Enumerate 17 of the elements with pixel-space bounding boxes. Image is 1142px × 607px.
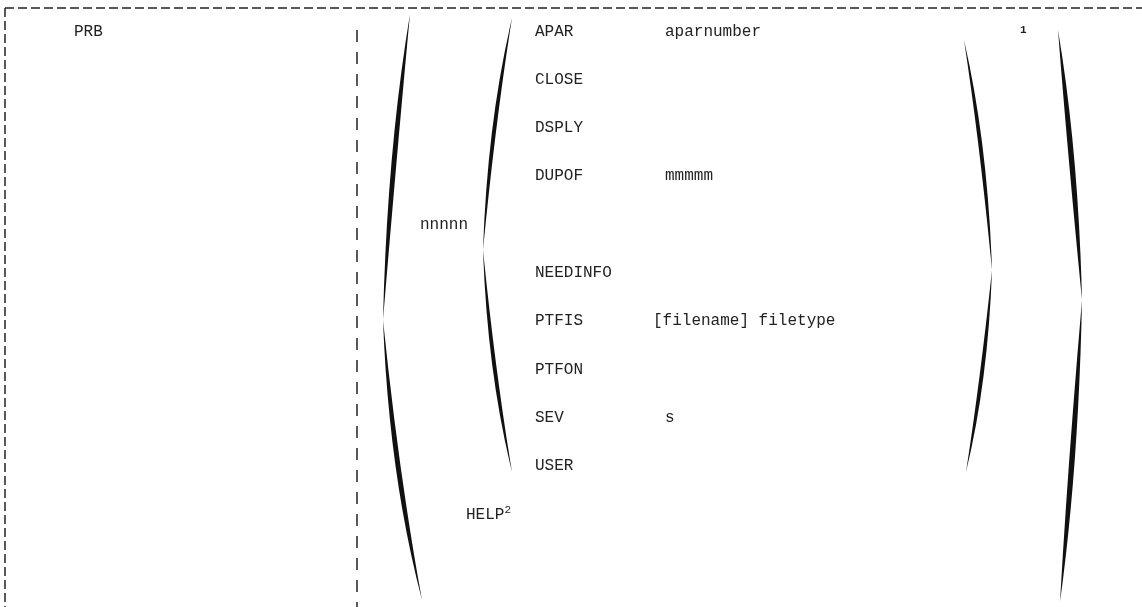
syntax-label: NEEDINFO: [535, 263, 612, 283]
syntax-label: APAR: [535, 22, 574, 42]
syntax-label: PRB: [74, 22, 103, 42]
footnote-mark: 1: [1020, 23, 1027, 38]
syntax-label: nnnnn: [420, 215, 468, 235]
syntax-label: HELP$^{2}$: [466, 505, 511, 525]
syntax-label: [filename] filetype: [653, 311, 836, 331]
syntax-label: USER: [535, 456, 574, 476]
syntax-label: DSPLY: [535, 118, 583, 138]
syntax-label: CLOSE: [535, 70, 583, 90]
syntax-label: s: [665, 408, 675, 428]
syntax-label: aparnumber: [665, 22, 761, 42]
syntax-label: PTFIS: [535, 311, 583, 331]
syntax-label: SEV: [535, 408, 564, 428]
syntax-label: PTFON: [535, 360, 583, 380]
syntax-label: DUPOF: [535, 166, 583, 186]
syntax-label: mmmmm: [665, 166, 713, 186]
